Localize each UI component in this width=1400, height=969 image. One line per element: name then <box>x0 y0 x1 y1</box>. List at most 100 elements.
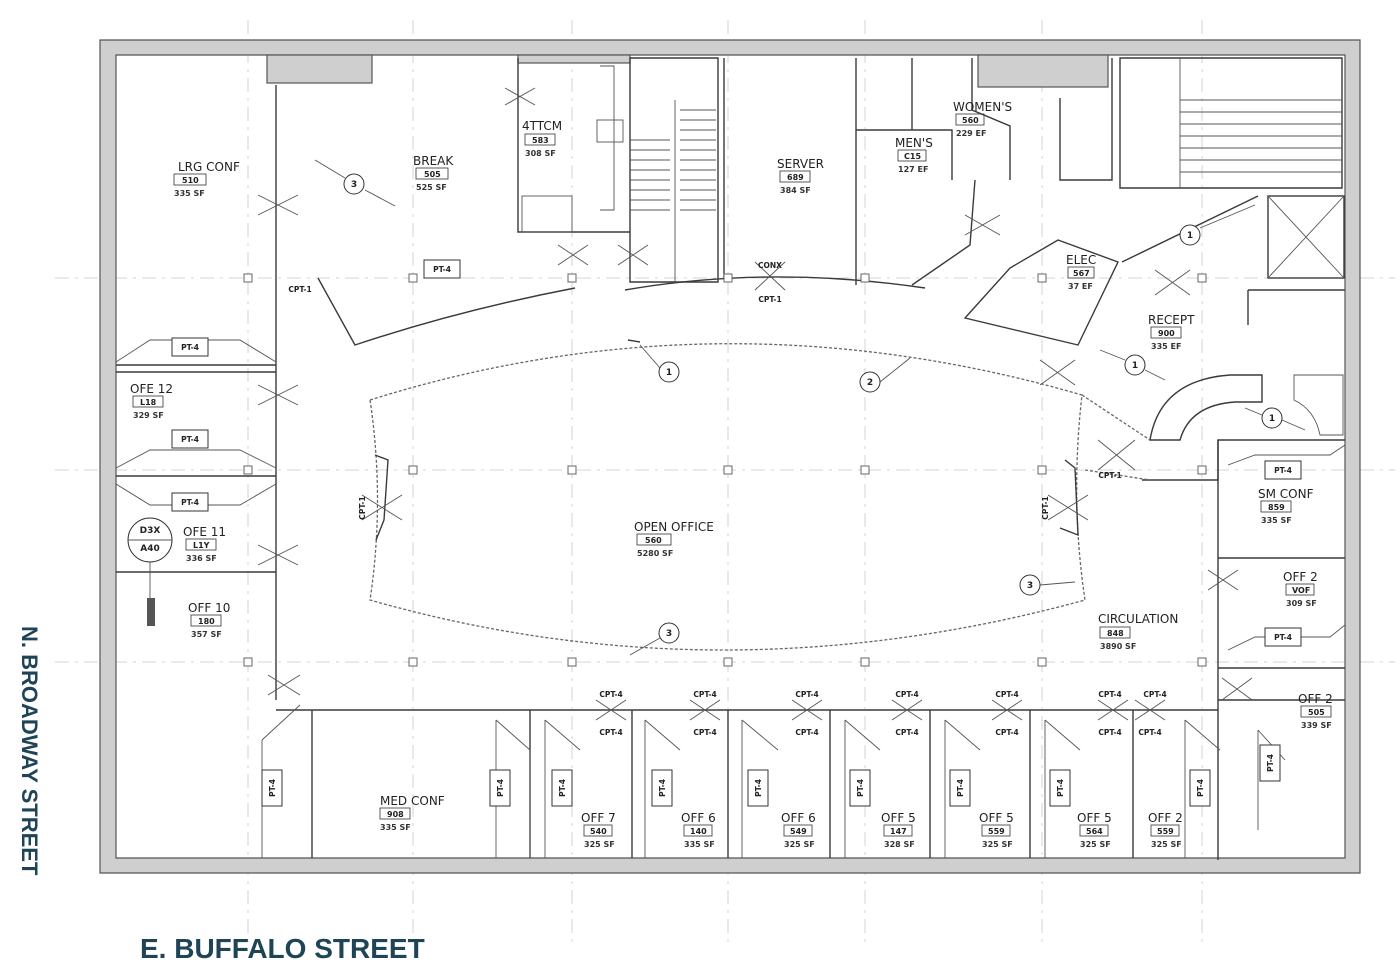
svg-text:384 SF: 384 SF <box>780 186 811 195</box>
svg-text:336 SF: 336 SF <box>186 554 217 563</box>
svg-text:4TTCM: 4TTCM <box>522 119 562 133</box>
svg-text:325 SF: 325 SF <box>1151 840 1182 849</box>
carpet-tag: CPT-4 <box>693 690 716 699</box>
room-label-break: BREAK 505 525 SF <box>413 154 454 192</box>
svg-text:689: 689 <box>787 173 804 182</box>
svg-text:OFF 2: OFF 2 <box>1148 811 1183 825</box>
svg-text:335 EF: 335 EF <box>1151 342 1181 351</box>
carpet-tag: CPT-4 <box>599 690 622 699</box>
keynote-bubble: 3 <box>1027 581 1033 591</box>
finish-tag: PT-4 <box>1266 754 1275 772</box>
room-label-off10: OFF 10 180 357 SF <box>188 601 230 639</box>
keynote-bubble: 3 <box>351 180 357 190</box>
keynote-bubbles: 3 1 1 1 1 2 3 3 <box>343 173 1283 644</box>
svg-text:OFF 5: OFF 5 <box>979 811 1014 825</box>
svg-text:549: 549 <box>790 827 807 836</box>
svg-text:37 EF: 37 EF <box>1068 282 1093 291</box>
svg-text:848: 848 <box>1107 629 1124 638</box>
svg-text:OFF 10: OFF 10 <box>188 601 230 615</box>
svg-text:OFF 2: OFF 2 <box>1298 692 1333 706</box>
interior-walls <box>116 58 1345 860</box>
svg-text:567: 567 <box>1073 269 1090 278</box>
carpet-tag: CPT-4 <box>599 728 622 737</box>
svg-text:900: 900 <box>1158 329 1175 338</box>
svg-text:335 SF: 335 SF <box>1261 516 1292 525</box>
svg-text:SERVER: SERVER <box>777 157 824 171</box>
svg-text:OFF 7: OFF 7 <box>581 811 616 825</box>
room-label-off7: OFF 7 540 325 SF <box>581 811 616 849</box>
room-label-off5b: OFF 5 559 325 SF <box>979 811 1014 849</box>
svg-text:329 SF: 329 SF <box>133 411 164 420</box>
svg-text:325 SF: 325 SF <box>784 840 815 849</box>
svg-text:VOF: VOF <box>1292 586 1310 595</box>
finish-tag: PT-4 <box>181 498 199 507</box>
room-label-off2c: OFF 2 559 325 SF <box>1148 811 1183 849</box>
carpet-tag: CPT-4 <box>1098 690 1121 699</box>
open-office-boundary <box>369 276 1151 651</box>
finish-tag: PT-4 <box>658 779 667 797</box>
svg-text:180: 180 <box>198 617 215 626</box>
svg-text:MEN'S: MEN'S <box>895 136 933 150</box>
svg-text:C15: C15 <box>904 152 921 161</box>
keynote-bubble: 2 <box>867 378 873 388</box>
finish-tag: PT-4 <box>496 779 505 797</box>
detail-callout-number: D3X <box>140 526 161 536</box>
svg-text:OPEN OFFICE: OPEN OFFICE <box>634 520 714 534</box>
svg-text:L1Y: L1Y <box>193 541 210 550</box>
svg-text:OFE 11: OFE 11 <box>183 525 226 539</box>
carpet-tag: CPT-4 <box>895 690 918 699</box>
carpet-tag: CPT-4 <box>995 690 1018 699</box>
structural-columns <box>243 273 1207 667</box>
svg-text:L18: L18 <box>140 398 157 407</box>
svg-text:CIRCULATION: CIRCULATION <box>1098 612 1178 626</box>
svg-text:559: 559 <box>1157 827 1174 836</box>
svg-text:WOMEN'S: WOMEN'S <box>953 100 1012 114</box>
stair-center <box>629 57 719 283</box>
finish-tag: PT-4 <box>433 265 451 274</box>
svg-text:RECEPT: RECEPT <box>1148 313 1195 327</box>
finish-tag: PT-4 <box>181 435 199 444</box>
room-labels: LRG CONF 510 335 SF BREAK 505 525 SF 4TT… <box>130 100 1333 849</box>
room-label-circulation: CIRCULATION 848 3890 SF <box>1098 612 1178 651</box>
street-name-bottom: E. BUFFALO STREET <box>140 933 425 964</box>
svg-text:540: 540 <box>590 827 607 836</box>
finish-tag: PT-4 <box>856 779 865 797</box>
room-label-off2a: OFF 2 VOF 309 SF <box>1283 570 1318 608</box>
finish-tag: PT-4 <box>1196 779 1205 797</box>
svg-text:5280 SF: 5280 SF <box>637 549 673 558</box>
room-label-off6a: OFF 6 140 335 SF <box>681 811 716 849</box>
svg-text:325 SF: 325 SF <box>1080 840 1111 849</box>
room-label-4ttcm: 4TTCM 583 308 SF <box>522 119 562 158</box>
svg-text:229 EF: 229 EF <box>956 129 986 138</box>
keynote-arrows <box>147 159 1306 656</box>
room-label-off5a: OFF 5 147 328 SF <box>881 811 916 849</box>
keynote-bubble: 3 <box>666 629 672 639</box>
finish-tag: PT-4 <box>1056 779 1065 797</box>
svg-text:BREAK: BREAK <box>413 154 454 168</box>
carpet-tags: CONX CPT-1 CPT-4 CPT-4 CPT-4 CPT-4 CPT-4… <box>288 261 1166 737</box>
carpet-tag: CPT-4 <box>693 728 716 737</box>
detail-callout: D3X A40 <box>127 517 173 563</box>
finish-tag: PT-4 <box>754 779 763 797</box>
svg-text:SM CONF: SM CONF <box>1258 487 1314 501</box>
svg-text:339 SF: 339 SF <box>1301 721 1332 730</box>
stair-right <box>1119 57 1345 279</box>
svg-text:309 SF: 309 SF <box>1286 599 1317 608</box>
carpet-tag: CONX <box>758 261 782 270</box>
keynote-bubble: 1 <box>1269 414 1275 424</box>
svg-text:OFF 6: OFF 6 <box>681 811 716 825</box>
finish-tags: PT-4 PT-4 PT-4 PT-4 PT-4 PT-4 PT-4 PT-4 … <box>171 259 1302 807</box>
carpet-tag: CPT-4 <box>795 690 818 699</box>
svg-text:357 SF: 357 SF <box>191 630 222 639</box>
svg-text:LRG CONF: LRG CONF <box>178 160 240 174</box>
room-label-sm-conf: SM CONF 859 335 SF <box>1258 487 1314 525</box>
svg-text:335 SF: 335 SF <box>684 840 715 849</box>
finish-tag: PT-4 <box>956 779 965 797</box>
svg-text:308 SF: 308 SF <box>525 149 556 158</box>
svg-text:ELEC: ELEC <box>1066 253 1096 267</box>
room-label-ofe12: OFE 12 L18 329 SF <box>130 382 173 420</box>
svg-text:335 SF: 335 SF <box>174 189 205 198</box>
carpet-tag: CPT-4 <box>1138 728 1161 737</box>
carpet-tag: CPT-1 <box>1041 496 1050 519</box>
